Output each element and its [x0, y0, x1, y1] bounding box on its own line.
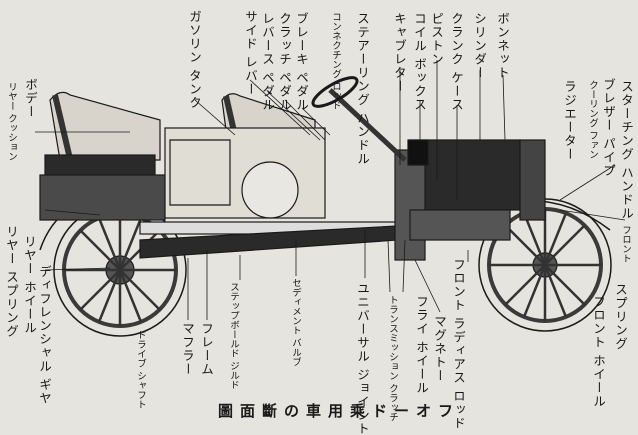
label-body: ボデー: [23, 78, 38, 119]
label-drive-shaft: ドライブ シャフト: [135, 330, 146, 410]
label-piston: ピストン: [429, 12, 444, 66]
label-gasoline-tank: ガソリン タンク: [187, 10, 202, 110]
label-front-spring: スプリング: [613, 283, 628, 351]
label-coil-box: コイル ボックス: [412, 12, 427, 112]
label-rear-cushion: リヤー クッション: [6, 82, 17, 162]
diagram-title: 圖面斷の車用乘ドーオフ: [218, 402, 461, 420]
label-steering-handle: ステアーリング ハンドル: [355, 12, 370, 166]
label-radiator: ラジエーター: [562, 80, 577, 161]
label-universal-joint: ユニバーサル ジョイント: [355, 282, 370, 435]
label-brake-pedal: ブレーキ ペダル: [294, 12, 309, 112]
label-transmission-clutch: トランスミッション クラッチ: [387, 295, 398, 422]
label-breather-pipe: ブレザー パイプ: [601, 78, 616, 178]
label-muffler: マフラー: [180, 322, 195, 376]
label-differential-gear: ディフレンシャル ギヤ: [37, 265, 52, 405]
label-bonnet: ボンネット: [495, 12, 510, 80]
label-front-radius-rod: フロント ラディアス ロッド: [451, 258, 466, 430]
label-step-board-shield: ステップボールド ジルド: [228, 282, 239, 390]
label-clutch-pedal: クラッチ ペダル: [277, 12, 292, 112]
label-magneto: マグネトー: [432, 315, 447, 383]
label-frame: フレーム: [199, 322, 214, 376]
label-starting-handle: スターチング ハンドル: [619, 80, 634, 220]
label-connecting-rod: コンネクチング ロッド: [330, 12, 341, 111]
label-crank-case: クランク ケース: [449, 12, 464, 112]
label-sediment-valve: セディメント バルブ: [290, 278, 301, 367]
label-front-wheel: フロント ホイール: [591, 295, 606, 408]
label-cylinder: シリンダー: [472, 12, 487, 80]
label-fly-wheel: フライ ホイール: [414, 295, 429, 395]
label-rear-wheel: リヤー ホイール: [22, 235, 37, 335]
label-reverse-pedal: レバース ペダル: [260, 12, 275, 112]
label-side-lever: サイド レバー: [243, 10, 258, 96]
label-cooling-fan: クーリング ファン: [587, 80, 598, 160]
label-carburetor: キャブレター: [392, 12, 407, 93]
label-rear-spring: リヤー スプリング: [4, 225, 19, 338]
label-front: フロント: [620, 225, 631, 263]
